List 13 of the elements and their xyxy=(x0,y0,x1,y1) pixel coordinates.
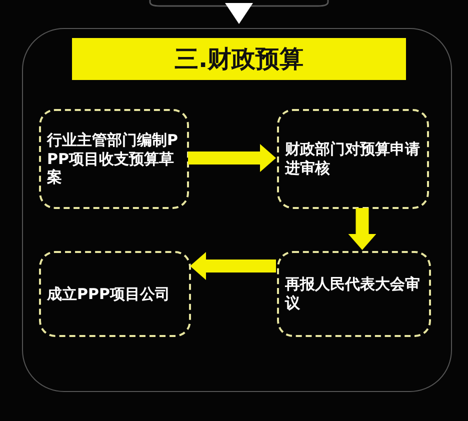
dashed-step-box xyxy=(39,109,189,209)
step-text: 再报人民代表大会审议 xyxy=(285,275,421,313)
step-text: 财政部门对预算申请进审核 xyxy=(285,140,421,178)
arrow xyxy=(188,144,276,172)
panel xyxy=(22,28,452,392)
dashed-step-box xyxy=(277,251,431,337)
step-text: 行业主管部门编制PPP项目收支预算草案 xyxy=(47,130,179,188)
arrow xyxy=(190,252,276,280)
dashed-step-box xyxy=(39,251,191,337)
arrow xyxy=(348,208,376,250)
heading-bar: 三.财政预算 xyxy=(72,38,406,80)
step-text: 成立PPP项目公司 xyxy=(47,284,171,304)
dashed-step-box xyxy=(277,109,429,209)
